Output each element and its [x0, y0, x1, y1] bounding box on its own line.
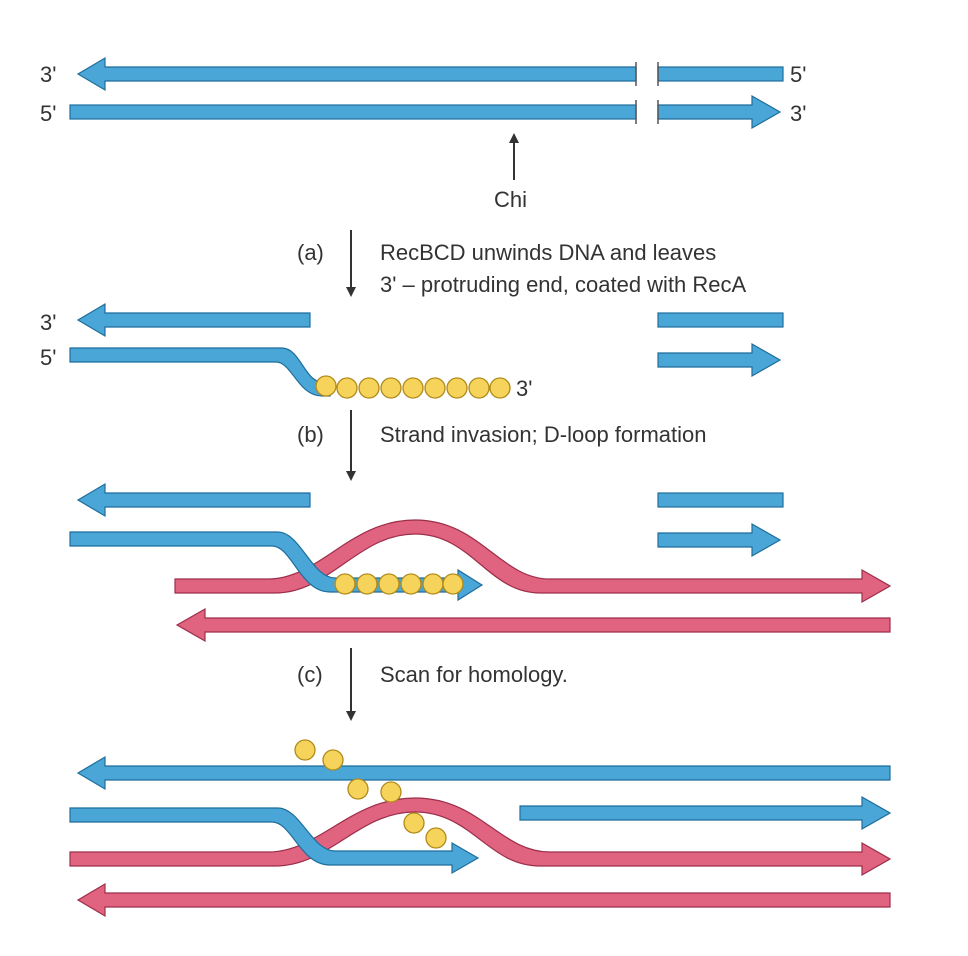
- step-b: (b) Strand invasion; D-loop formation: [297, 410, 707, 481]
- step-b-letter: (b): [297, 422, 324, 447]
- stage-c-pink-strand-top: [69, 797, 892, 877]
- bottom-left-end-label: 5': [40, 101, 56, 126]
- reca-bead: [422, 573, 444, 595]
- step-a-text-line1: RecBCD unwinds DNA and leaves: [380, 240, 716, 265]
- stage-a-top-left-end-label: 3': [40, 310, 56, 335]
- stage-c-pink-strand-bottom: [76, 882, 891, 918]
- stage-a-bottom-left-end-label: 5': [40, 345, 56, 370]
- reca-bead: [446, 377, 468, 399]
- resected-duplex: 3' 5' 3': [40, 302, 784, 401]
- reca-bead: [356, 573, 378, 595]
- stage-a-bottom-strand-right: [657, 342, 782, 378]
- stage-c-blue-top-strand: [76, 755, 891, 791]
- reca-bead: [315, 375, 337, 397]
- stage-b-pink-strand-top: [174, 519, 892, 604]
- stage-a-top-strand-left: [76, 302, 311, 338]
- step-a: (a) RecBCD unwinds DNA and leaves 3' – p…: [297, 230, 747, 297]
- top-strand-left: [76, 56, 637, 92]
- chi-label: Chi: [494, 187, 527, 212]
- stage-b-top-strand-left: [76, 482, 311, 518]
- bottom-right-end-label: 3': [790, 101, 806, 126]
- reca-bead: [322, 749, 344, 771]
- stage-b-top-strand-right: [657, 492, 784, 508]
- stage-c-invading-strand: [69, 807, 480, 875]
- step-b-text: Strand invasion; D-loop formation: [380, 422, 707, 447]
- homology-scan-stage: [69, 739, 892, 918]
- bottom-strand-left: [69, 104, 637, 120]
- step-c: (c) Scan for homology.: [297, 648, 568, 721]
- reca-bead: [400, 573, 422, 595]
- stage-a-bottom-strand-left: [69, 347, 331, 397]
- stage-c-blue-right-strand: [519, 795, 892, 831]
- reca-bead: [442, 573, 464, 595]
- step-a-letter: (a): [297, 240, 324, 265]
- reca-bead: [468, 377, 490, 399]
- reca-dissociating: [294, 739, 447, 849]
- reca-bead: [378, 573, 400, 595]
- reca-bead: [358, 377, 380, 399]
- stage-b-pink-strand-bottom: [175, 607, 891, 643]
- reca-bead: [347, 778, 369, 800]
- reca-bead: [425, 827, 447, 849]
- reca-bead: [424, 377, 446, 399]
- step-c-text: Scan for homology.: [380, 662, 568, 687]
- step-a-text-line2: 3' – protruding end, coated with RecA: [380, 272, 747, 297]
- top-left-end-label: 3': [40, 62, 56, 87]
- reca-filament-b: [334, 573, 464, 595]
- reca-bead: [294, 739, 316, 761]
- stage-b-bottom-strand-right: [657, 522, 782, 558]
- reca-bead: [336, 377, 358, 399]
- stage-a-top-strand-right: [657, 312, 784, 328]
- top-strand-right: [657, 66, 784, 82]
- bottom-strand-right: [657, 94, 782, 130]
- stage-a-tail-end-label: 3': [516, 376, 532, 401]
- top-right-end-label: 5': [790, 62, 806, 87]
- reca-bead: [403, 812, 425, 834]
- reca-bead: [402, 377, 424, 399]
- step-c-letter: (c): [297, 662, 323, 687]
- reca-bead: [334, 573, 356, 595]
- reca-bead: [380, 781, 402, 803]
- reca-bead: [380, 377, 402, 399]
- reca-filament-a: [315, 375, 511, 399]
- reca-bead: [489, 377, 511, 399]
- intact-duplex: 3' 5' 5' 3' Chi: [40, 56, 806, 212]
- d-loop-stage: [69, 482, 892, 643]
